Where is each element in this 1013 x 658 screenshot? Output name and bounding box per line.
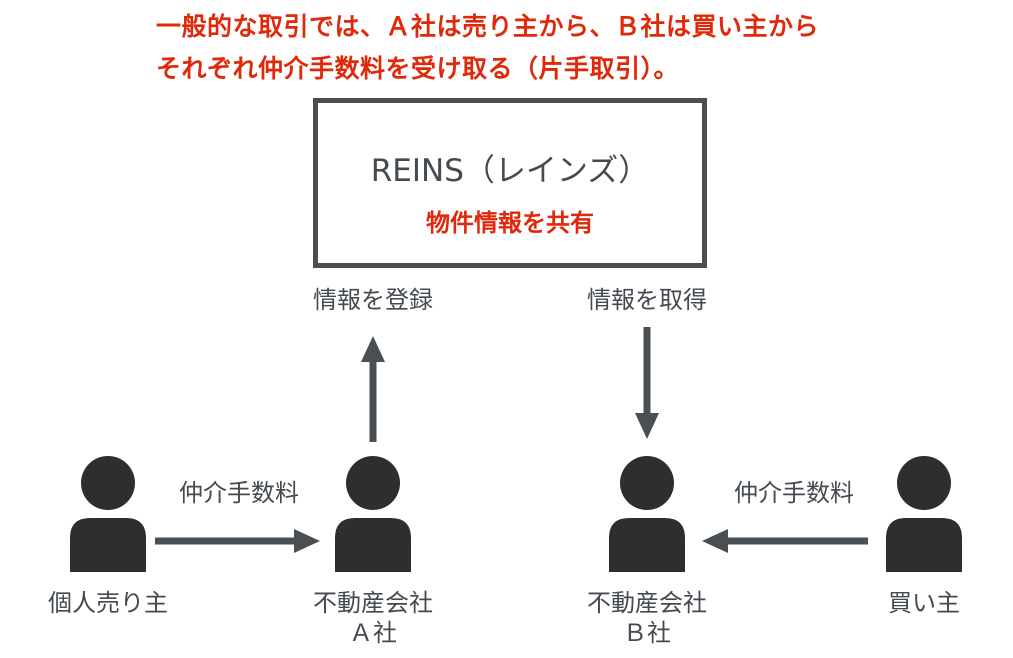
caption: 一般的な取引では、Ａ社は売り主から、Ｂ社は買い主から それぞれ仲介手数料を受け取…	[156, 6, 996, 90]
seller-person-icon	[70, 456, 146, 572]
agency-b-label: 不動産会社 Ｂ社	[557, 588, 737, 648]
fee-arrow-buyer-to-b	[702, 529, 868, 553]
reins-subtitle: 物件情報を共有	[426, 209, 594, 237]
fee-label-left: 仲介手数料	[179, 479, 299, 507]
buyer-label: 買い主	[888, 589, 960, 617]
agency-a-label: 不動産会社 Ａ社	[283, 588, 463, 648]
register-arrow	[361, 336, 385, 442]
obtain-label: 情報を取得	[587, 286, 707, 314]
reins-title: REINS（レインズ）	[370, 153, 650, 189]
agency-a-code: Ａ社	[349, 619, 397, 647]
seller-label: 個人売り主	[48, 589, 168, 617]
agency-a-name: 不動産会社	[313, 589, 433, 617]
agency-b-name: 不動産会社	[587, 589, 707, 617]
caption-line-2: それぞれ仲介手数料を受け取る（片手取引）。	[156, 54, 680, 83]
register-label: 情報を登録	[313, 286, 433, 314]
agency-b-code: Ｂ社	[623, 619, 671, 647]
agency-b-person-icon	[609, 456, 685, 572]
caption-line-1: 一般的な取引では、Ａ社は売り主から、Ｂ社は買い主から	[156, 12, 820, 41]
fee-label-right: 仲介手数料	[734, 479, 854, 507]
buyer-person-icon	[886, 456, 962, 572]
reins-box: REINS（レインズ） 物件情報を共有	[313, 98, 707, 268]
fee-arrow-seller-to-a	[155, 529, 320, 553]
agency-a-person-icon	[335, 456, 411, 572]
obtain-arrow	[635, 327, 659, 439]
